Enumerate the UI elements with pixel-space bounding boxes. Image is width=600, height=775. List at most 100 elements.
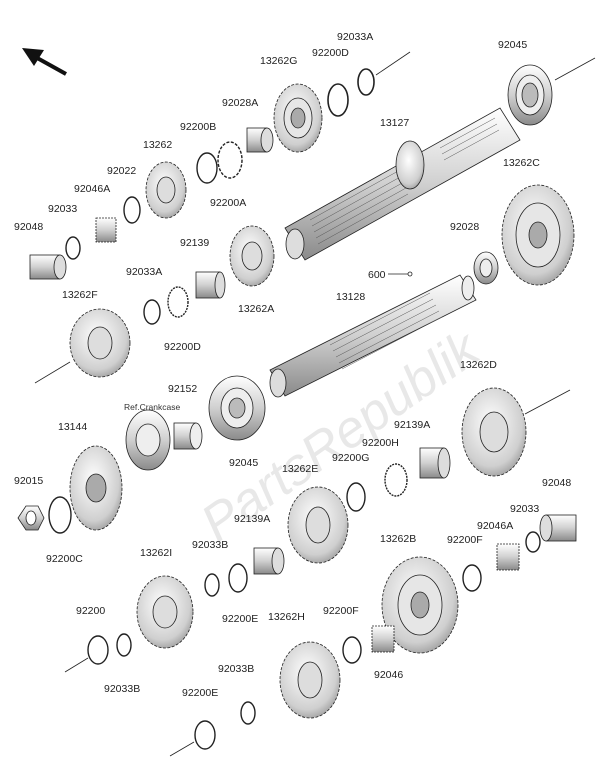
needle-bearing-92046A-top	[95, 217, 117, 243]
label-92046A-top: 92046A	[74, 183, 110, 195]
label-92033A-mid: 92033A	[126, 266, 162, 278]
label-92033B-mid: 92033B	[192, 539, 228, 551]
ring-92033A-top	[357, 68, 375, 96]
label-92033-top: 92033	[48, 203, 77, 215]
ring-92200F-right	[462, 564, 482, 592]
label-92033-right: 92033	[510, 503, 539, 515]
gear-13262D	[461, 387, 527, 477]
ring-92033-top	[65, 236, 81, 260]
label-92200D-top: 92200D	[312, 47, 349, 59]
label-13262G: 13262G	[260, 55, 297, 67]
ring-92200F-low	[342, 636, 362, 664]
label-92200F-low: 92200F	[323, 605, 359, 617]
crankcase-ref	[125, 409, 171, 471]
label-92200-left: 92200	[76, 605, 105, 617]
needle-bearing-92028A	[246, 127, 274, 153]
collar-92139	[195, 271, 226, 299]
collar-92139A-right	[419, 447, 451, 479]
gear-13262B	[381, 556, 459, 654]
label-92200A: 92200A	[210, 197, 246, 209]
label-92045-mid: 92045	[229, 457, 258, 469]
label-92033B-left: 92033B	[104, 683, 140, 695]
label-92022: 92022	[107, 165, 136, 177]
sprocket-13144	[69, 445, 123, 531]
label-13262E: 13262E	[282, 463, 318, 475]
front-direction-arrow-icon	[22, 48, 67, 76]
bearing-92045-mid	[208, 375, 266, 441]
gear-13262C	[501, 184, 575, 286]
label-92048-right: 92048	[542, 477, 571, 489]
collar-92048-right	[539, 514, 577, 542]
label-92045-top: 92045	[498, 39, 527, 51]
collar-92139A-mid	[253, 547, 285, 575]
bearing-92045-top	[507, 64, 553, 126]
collar-92028	[473, 251, 499, 285]
label-92033B-low: 92033B	[218, 663, 254, 675]
label-92200E-low: 92200E	[182, 687, 218, 699]
gear-13262I	[136, 575, 194, 649]
label-13144: 13144	[58, 421, 87, 433]
collar-92048-top	[29, 254, 67, 280]
label-92200F-right: 92200F	[447, 534, 483, 546]
needle-bearing-92046A-right	[496, 543, 520, 571]
label-92046: 92046	[374, 669, 403, 681]
label-92200B: 92200B	[180, 121, 216, 133]
label-92200D-mid: 92200D	[164, 341, 201, 353]
washer-92200G	[346, 482, 366, 512]
washer-92200H	[384, 463, 408, 497]
label-92200G: 92200G	[332, 452, 369, 464]
part-labels: 92033A 92200D 13262G 92045 92028A 92200B…	[14, 31, 571, 699]
gear-13262	[145, 161, 187, 219]
label-13262A: 13262A	[238, 303, 274, 315]
ring-92200D-top	[327, 83, 349, 117]
ref-crankcase-note: Ref.Crankcase	[124, 402, 180, 412]
ring-92033B-low	[240, 701, 256, 725]
label-13262C: 13262C	[503, 157, 540, 169]
label-13262: 13262	[143, 139, 172, 151]
label-13128: 13128	[336, 291, 365, 303]
oil-seal-92152	[173, 422, 203, 450]
label-92046A-right: 92046A	[477, 520, 513, 532]
label-92028A: 92028A	[222, 97, 258, 109]
label-92033A-top: 92033A	[337, 31, 373, 43]
label-600: 600	[368, 269, 386, 281]
label-92048-top: 92048	[14, 221, 43, 233]
needle-bearing-92046	[371, 625, 395, 653]
label-92139: 92139	[180, 237, 209, 249]
gear-13262G	[273, 83, 323, 153]
label-92028: 92028	[450, 221, 479, 233]
ring-92200E-mid	[228, 563, 248, 593]
washer-92200B	[196, 152, 218, 184]
ring-92033-right	[525, 531, 541, 553]
nut-92015	[17, 505, 45, 531]
label-92200E-mid: 92200E	[222, 613, 258, 625]
collar-92200A	[217, 141, 243, 179]
shaft-13128	[269, 274, 477, 398]
label-92152: 92152	[168, 383, 197, 395]
label-13262I: 13262I	[140, 547, 172, 559]
gear-13262F	[69, 308, 131, 378]
gear-13262E	[287, 486, 349, 564]
ring-92200E-low	[194, 720, 216, 750]
ring-92200-left	[87, 635, 109, 665]
ring-92033B-left	[116, 633, 132, 657]
label-92200C: 92200C	[46, 553, 83, 565]
label-13262D: 13262D	[460, 359, 497, 371]
label-13262B: 13262B	[380, 533, 416, 545]
gear-13262H	[279, 641, 341, 719]
shaft-13127	[284, 107, 521, 261]
label-13262H: 13262H	[268, 611, 305, 623]
ring-92200D-mid	[167, 286, 189, 318]
ring-92033B-mid	[204, 573, 220, 597]
washer-92200C	[48, 496, 72, 534]
label-13262F: 13262F	[62, 289, 98, 301]
label-92139A-mid: 92139A	[234, 513, 270, 525]
ring-92033A-mid	[143, 299, 161, 325]
label-92139A-right: 92139A	[394, 419, 430, 431]
label-92200H: 92200H	[362, 437, 399, 449]
label-13127: 13127	[380, 117, 409, 129]
ring-92022	[123, 196, 141, 224]
gear-13262A	[229, 225, 275, 287]
label-92015: 92015	[14, 475, 43, 487]
